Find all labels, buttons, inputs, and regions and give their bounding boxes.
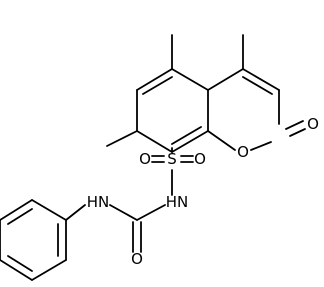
ring-oxygen-label: O <box>237 143 249 161</box>
bond <box>109 204 138 221</box>
bond <box>106 130 138 147</box>
bond <box>285 120 304 130</box>
bond <box>207 130 236 151</box>
bond <box>250 141 272 151</box>
sulfonamide-nitrogen-label: HN <box>166 193 189 211</box>
sulfonyl-oxygen-left-label: O <box>139 150 151 168</box>
bond-lines <box>0 34 306 281</box>
bond <box>65 204 86 221</box>
bond <box>136 204 166 221</box>
bond <box>207 68 244 91</box>
bond <box>7 255 33 272</box>
bond <box>31 199 67 221</box>
bond <box>142 76 173 95</box>
sulfur-label: S <box>167 150 177 168</box>
bond <box>289 128 306 137</box>
urea-oxygen-label: O <box>131 250 143 268</box>
bond <box>0 259 33 281</box>
bond <box>242 76 273 95</box>
sulfonyl-oxygen-right-label: O <box>194 150 206 168</box>
atom-labels: O O S O O HN HN O <box>87 115 319 268</box>
bond <box>136 68 173 91</box>
bond <box>136 130 173 153</box>
bond <box>31 259 67 281</box>
bond <box>0 199 33 221</box>
lactone-carbonyl-oxygen-label: O <box>307 115 319 133</box>
bond <box>7 208 33 225</box>
bond <box>171 126 202 145</box>
urea-nitrogen-label: HN <box>87 193 110 211</box>
bond <box>171 130 209 153</box>
bond <box>242 68 280 91</box>
bond <box>171 68 209 91</box>
